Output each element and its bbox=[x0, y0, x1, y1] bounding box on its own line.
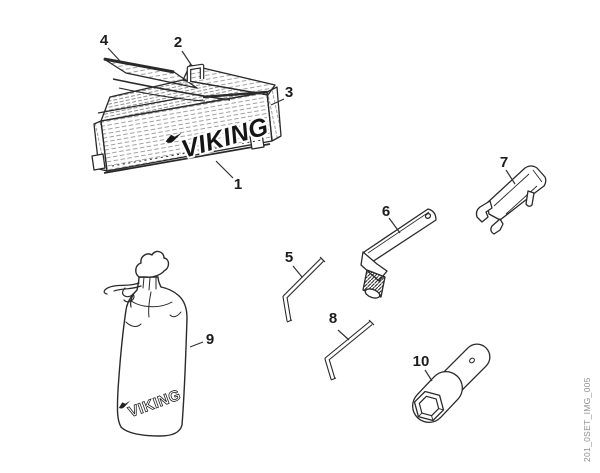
viking-bird-icon bbox=[165, 132, 182, 143]
leader-line-1 bbox=[215, 160, 234, 179]
wrench-peg bbox=[525, 190, 535, 207]
callout-3: 3 bbox=[285, 84, 293, 101]
callout-8: 8 bbox=[329, 310, 337, 327]
box-lid-flap bbox=[103, 58, 198, 89]
leader-line-8 bbox=[337, 329, 350, 341]
callout-10: 10 bbox=[413, 353, 430, 370]
callout-2: 2 bbox=[174, 34, 182, 51]
leader-line-9 bbox=[189, 341, 204, 348]
watermark-label: 201_0SET_IMG_005 bbox=[582, 377, 592, 462]
multi-wrench-7 bbox=[475, 165, 547, 235]
tool-bag bbox=[103, 250, 188, 437]
box-bottom-lip bbox=[103, 143, 271, 174]
leader-line-4 bbox=[107, 47, 121, 62]
callout-9: 9 bbox=[206, 331, 214, 348]
leader-line-6 bbox=[388, 217, 401, 234]
box-stitch-row bbox=[111, 139, 263, 167]
box-right-face bbox=[266, 86, 282, 142]
leader-line-3 bbox=[270, 98, 285, 106]
flat-wrench-6 bbox=[360, 208, 437, 299]
open-end-jaw-upper bbox=[475, 200, 493, 223]
wrench-body bbox=[486, 165, 547, 221]
callout-1: 1 bbox=[234, 176, 242, 193]
box-foot-left bbox=[91, 153, 106, 171]
grass-catcher-box bbox=[91, 57, 282, 174]
callout-5: 5 bbox=[285, 249, 293, 266]
viking-bird-icon bbox=[118, 400, 131, 409]
callout-4: 4 bbox=[100, 32, 109, 49]
spark-plug-wrench-10 bbox=[412, 343, 491, 423]
leader-line-7 bbox=[505, 169, 516, 185]
bag-neck-creases bbox=[142, 276, 157, 291]
bag-gathered-top bbox=[135, 250, 170, 278]
bag-fold-creases bbox=[125, 291, 182, 327]
handle-hole bbox=[424, 213, 432, 219]
tommy-bar-hole bbox=[469, 357, 475, 364]
leader-line-5 bbox=[292, 265, 303, 278]
bag-body bbox=[116, 276, 188, 437]
box-deflector-curve bbox=[112, 78, 231, 101]
hex-key-5 bbox=[282, 256, 326, 323]
box-foot-right bbox=[249, 133, 265, 150]
hex-key-8 bbox=[324, 319, 375, 381]
socket-opening bbox=[364, 288, 381, 299]
open-end-jaw-lower bbox=[490, 218, 504, 235]
leader-line-2 bbox=[181, 50, 193, 67]
callout-7: 7 bbox=[500, 154, 508, 171]
box-rim-rail bbox=[97, 97, 182, 114]
callout-6: 6 bbox=[382, 203, 390, 220]
leader-line-10 bbox=[424, 369, 433, 382]
